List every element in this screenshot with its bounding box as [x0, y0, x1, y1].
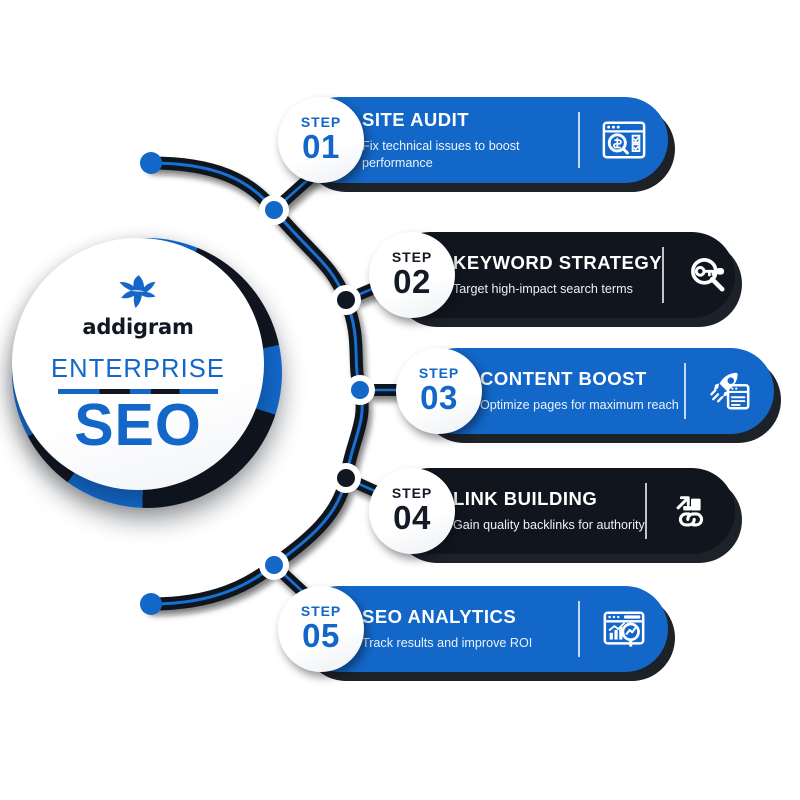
analytics-dashboard-magnifier-icon	[596, 601, 652, 657]
step-card-3-text: CONTENT BOOST Optimize pages for maximum…	[480, 368, 679, 414]
step-card-3-subtitle: Optimize pages for maximum reach	[480, 398, 679, 413]
hub-headline-primary: ENTERPRISE	[51, 355, 225, 384]
site-audit-browser-magnifier-icon	[596, 112, 652, 168]
content-rocket-document-icon	[702, 363, 758, 419]
wire-endpoint-bottom	[140, 593, 162, 615]
step-row-5[interactable]: SEO ANALYTICS Track results and improve …	[278, 586, 668, 672]
step-card-4-subtitle: Gain quality backlinks for authority	[453, 518, 645, 533]
hub-brand-name: addigram	[82, 315, 194, 340]
step-card-2-subtitle: Target high-impact search terms	[453, 282, 633, 297]
step-row-4[interactable]: LINK BUILDING Gain quality backlinks for…	[369, 468, 735, 554]
step-card-4-text: LINK BUILDING Gain quality backlinks for…	[453, 488, 645, 534]
step-card-4[interactable]: LINK BUILDING Gain quality backlinks for…	[387, 468, 735, 554]
step-coin-5-number: 05	[302, 617, 340, 655]
addigram-bird-logo-icon	[115, 273, 161, 314]
step-card-3-separator	[684, 363, 686, 419]
keyword-key-magnifier-icon	[680, 247, 736, 303]
step-coin-2[interactable]: STEP 02	[369, 232, 455, 318]
hub-headline-secondary: SEO	[74, 392, 202, 459]
step-coin-1-label: STEP	[300, 114, 342, 131]
step-card-4-title: LINK BUILDING	[453, 488, 598, 510]
step-coin-2-number: 02	[393, 263, 431, 301]
step-card-1-separator	[578, 112, 580, 168]
step-card-4-separator	[645, 483, 647, 539]
step-coin-3[interactable]: STEP 03	[396, 348, 482, 434]
step-coin-5-label: STEP	[300, 603, 342, 620]
step-card-2-separator	[662, 247, 665, 303]
link-chain-growth-icon	[663, 483, 719, 539]
step-card-5-subtitle: Track results and improve ROI	[362, 636, 533, 651]
step-coin-4-label: STEP	[391, 485, 433, 502]
step-card-1-subtitle: Fix technical issues to boost performanc…	[362, 138, 520, 170]
step-card-1-text: SITE AUDIT Fix technical issues to boost…	[362, 109, 578, 171]
step-card-5-title: SEO ANALYTICS	[362, 606, 517, 628]
hub-divider	[58, 389, 218, 395]
step-row-1[interactable]: SITE AUDIT Fix technical issues to boost…	[278, 97, 668, 183]
step-coin-3-label: STEP	[418, 365, 460, 382]
step-card-3-title: CONTENT BOOST	[480, 368, 647, 390]
step-coin-3-number: 03	[420, 379, 458, 417]
step-coin-1-number: 01	[302, 128, 340, 166]
step-card-2-title: KEYWORD STRATEGY	[453, 252, 663, 274]
step-coin-1[interactable]: STEP 01	[278, 97, 364, 183]
wire-endpoint-top	[140, 152, 162, 174]
step-row-3[interactable]: CONTENT BOOST Optimize pages for maximum…	[396, 348, 774, 434]
step-row-2[interactable]: KEYWORD STRATEGY Target high-impact sear…	[369, 232, 736, 318]
step-card-2-text: KEYWORD STRATEGY Target high-impact sear…	[453, 252, 662, 298]
enterprise-seo-hub: addigram ENTERPRISE SEO	[12, 238, 282, 508]
step-coin-4[interactable]: STEP 04	[369, 468, 455, 554]
step-coin-4-number: 04	[393, 499, 431, 537]
step-coin-2-label: STEP	[391, 249, 433, 266]
step-card-5-separator	[578, 601, 580, 657]
hub-inner-disc: addigram ENTERPRISE SEO	[12, 238, 264, 490]
step-card-1[interactable]: SITE AUDIT Fix technical issues to boost…	[296, 97, 668, 183]
step-card-5-text: SEO ANALYTICS Track results and improve …	[362, 606, 532, 652]
step-card-1-title: SITE AUDIT	[362, 108, 470, 130]
step-coin-5[interactable]: STEP 05	[278, 586, 364, 672]
